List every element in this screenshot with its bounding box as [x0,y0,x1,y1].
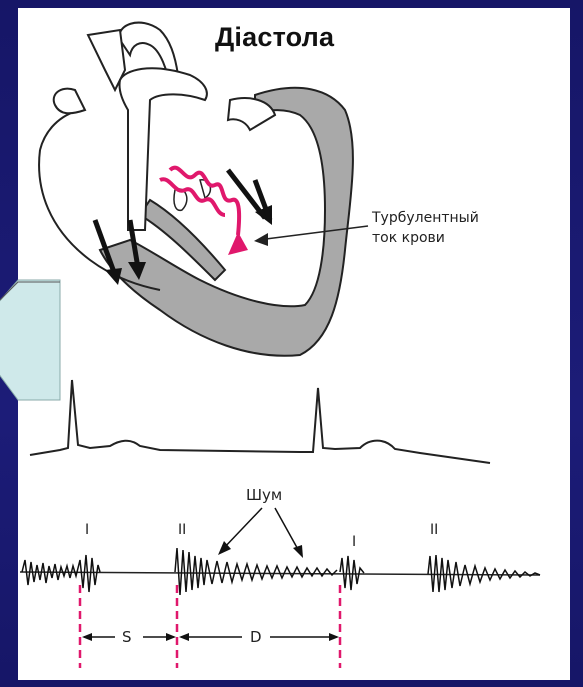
pcg-s1-burst [340,556,364,590]
turbulent-flow-label-line2: ток крови [372,228,479,248]
sound-label-s1: I [85,522,89,538]
diastole-arrow-left [179,633,189,641]
right-atrium [54,89,85,114]
turbulent-flow-label: Турбулентный ток крови [372,208,479,248]
murmur-label: Шум [246,486,282,504]
sound-label-s2: II [178,522,186,538]
pulmonary-trunk [119,68,206,230]
murmur-pointer-head [293,545,303,558]
sound-label-s2: II [430,522,438,538]
flow-arrow-head [105,268,122,285]
systole-arrow-left [82,633,92,641]
sound-label-s1: I [352,534,356,550]
systole-label: S [122,628,132,646]
ecg-trace [30,380,490,463]
diastole-arrow-right [329,633,339,641]
murmur-pointer [275,508,300,553]
pcg-s2-murmur [428,555,540,592]
murmur-pointer [222,508,262,550]
diastole-label: D [250,628,262,646]
pcg-s2-murmur [175,548,337,595]
heart-diagram [39,23,368,356]
slide-title: Діастола [215,22,334,53]
systole-arrow-right [166,633,176,641]
turbulent-flow-label-line1: Турбулентный [372,208,479,228]
callout-pointer-head [254,233,268,246]
nav-shape [0,280,60,400]
turbulent-flow-head [228,232,248,255]
callout-pointer [258,226,368,240]
pcg-s1-burst [22,555,100,592]
